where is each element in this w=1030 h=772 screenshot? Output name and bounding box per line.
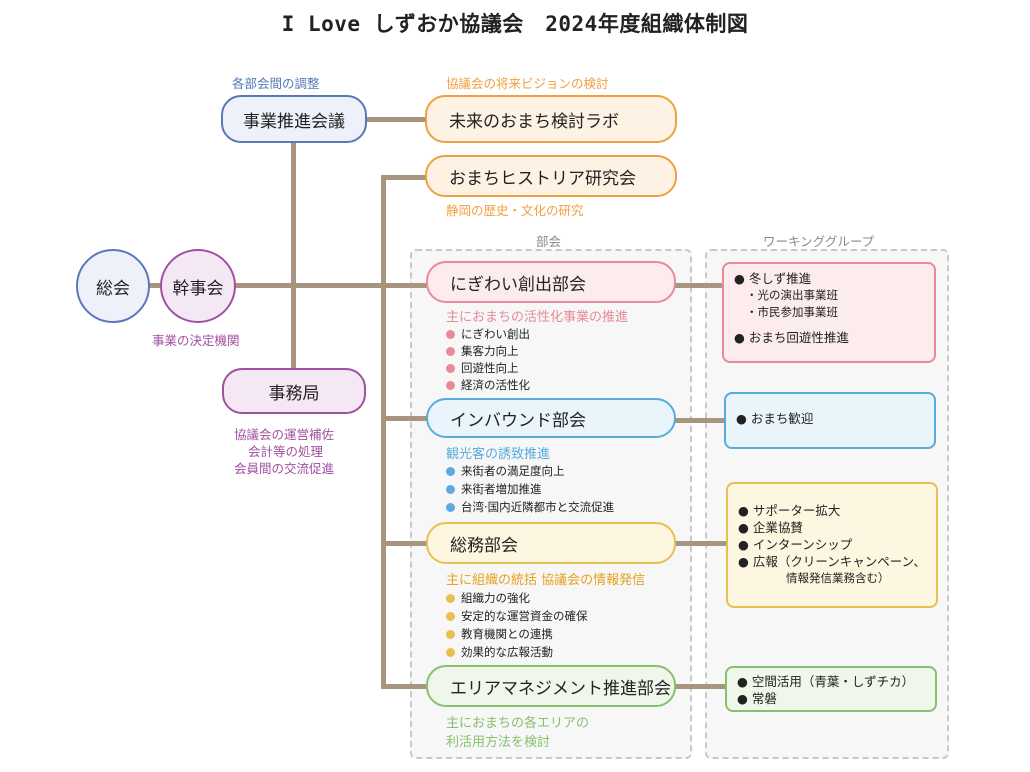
connector-wg-area bbox=[675, 684, 725, 689]
inbound-purpose: 観光客の誘致推進 bbox=[446, 447, 551, 462]
wg-inbound-box: ● おまち歓迎 bbox=[724, 392, 936, 449]
vision-caption: 協議会の将来ビジョンの検討 bbox=[446, 76, 609, 91]
bullet-dot bbox=[446, 648, 455, 657]
kanjikai-node: 幹事会 bbox=[160, 249, 236, 323]
history-node: おまちヒストリア研究会 bbox=[425, 155, 677, 197]
inbound-item: 来街者の満足度向上 bbox=[446, 462, 565, 480]
soukai-node: 総会 bbox=[76, 249, 150, 323]
wg-item: ● サポーター拡大 bbox=[738, 503, 841, 518]
nigiwai-item: 集客力向上 bbox=[446, 342, 519, 360]
inbound-item: 台湾·国内近隣都市と交流促進 bbox=[446, 498, 614, 516]
connector-wg-inbound bbox=[675, 418, 724, 423]
bullet-dot bbox=[446, 612, 455, 621]
jimu-caption-1: 協議会の運営補佐 bbox=[234, 427, 335, 442]
working-group-panel-label: ワーキンググループ bbox=[763, 234, 875, 249]
rekishi-caption: 静岡の歴史・文化の研究 bbox=[446, 203, 584, 218]
jimukyoku-node: 事務局 bbox=[222, 368, 366, 414]
jimu-caption-3: 会員間の交流促進 bbox=[234, 461, 335, 476]
kettei-caption: 事業の決定機関 bbox=[152, 333, 240, 348]
bullet-dot bbox=[446, 503, 455, 512]
soumu-purpose: 主に組織の統括 協議会の情報発信 bbox=[446, 573, 646, 588]
bullet-dot bbox=[446, 630, 455, 639]
wg-subitem: ・光の演出事業班 bbox=[746, 288, 838, 302]
bullet-dot bbox=[446, 330, 455, 339]
connector-area bbox=[381, 684, 428, 689]
wg-soumu-box: ● サポーター拡大 ● 企業協賛 ● インターンシップ ● 広報（クリーンキャン… bbox=[726, 482, 938, 608]
connector-wg-soumu bbox=[675, 541, 726, 546]
wg-item: ● 企業協賛 bbox=[738, 520, 803, 535]
nigiwai-node: にぎわい創出部会 bbox=[426, 261, 676, 303]
wg-subitem: ・市民参加事業班 bbox=[746, 305, 838, 319]
soumu-node: 総務部会 bbox=[426, 522, 676, 564]
jimu-caption-2: 会計等の処理 bbox=[248, 444, 324, 459]
connector-history bbox=[381, 175, 427, 180]
wg-item: ● 冬しず推進 bbox=[734, 271, 812, 286]
inbound-item: 来街者増加推進 bbox=[446, 480, 542, 498]
wg-item: ● 常磐 bbox=[737, 691, 777, 706]
area-purpose-2: 利活用方法を検討 bbox=[446, 735, 551, 750]
connector-kanjikai-vertical bbox=[291, 142, 296, 370]
nigiwai-item: にぎわい創出 bbox=[446, 325, 530, 343]
chousei-caption: 各部会間の調整 bbox=[232, 76, 320, 91]
wg-nigiwai-box: ● 冬しず推進 ・光の演出事業班 ・市民参加事業班 ● おまち回遊性推進 bbox=[722, 262, 936, 363]
connector-jigyo-mirai bbox=[365, 117, 427, 122]
connector-bukai-spine bbox=[381, 175, 386, 688]
page-title: I Love しずおか協議会 2024年度組織体制図 bbox=[281, 12, 749, 36]
soumu-item: 教育機関との連携 bbox=[446, 625, 553, 643]
connector-kanjikai-nigiwai bbox=[232, 283, 428, 288]
bullet-dot bbox=[446, 364, 455, 373]
inbound-node: インバウンド部会 bbox=[426, 398, 676, 438]
jigyo-suishin-node: 事業推進会議 bbox=[221, 95, 367, 143]
connector-soumu bbox=[381, 541, 428, 546]
bullet-dot bbox=[446, 467, 455, 476]
wg-item: ● 空間活用（青葉・しずチカ） bbox=[737, 674, 915, 689]
nigiwai-item: 経済の活性化 bbox=[446, 376, 530, 394]
connector-soukai-kanjikai bbox=[148, 283, 164, 288]
bullet-dot bbox=[446, 485, 455, 494]
area-purpose-1: 主におまちの各エリアの bbox=[446, 716, 590, 731]
area-node: エリアマネジメント推進部会 bbox=[426, 665, 676, 707]
nigiwai-item: 回遊性向上 bbox=[446, 359, 519, 377]
bullet-dot bbox=[446, 381, 455, 390]
wg-area-box: ● 空間活用（青葉・しずチカ） ● 常磐 bbox=[725, 666, 937, 712]
wg-item: ● おまち歓迎 bbox=[736, 411, 814, 426]
soumu-item: 組織力の強化 bbox=[446, 589, 530, 607]
bullet-dot bbox=[446, 594, 455, 603]
bullet-dot bbox=[446, 347, 455, 356]
wg-item-continuation: 情報発信業務含む） bbox=[786, 571, 890, 585]
bukai-panel-label: 部会 bbox=[536, 234, 562, 249]
wg-item: ● インターンシップ bbox=[738, 537, 853, 552]
mirai-labo-node: 未来のおまち検討ラボ bbox=[425, 95, 677, 143]
soumu-item: 効果的な広報活動 bbox=[446, 643, 553, 661]
nigiwai-purpose: 主におまちの活性化事業の推進 bbox=[446, 310, 629, 325]
connector-inbound bbox=[381, 416, 428, 421]
connector-wg-nigiwai bbox=[675, 283, 722, 288]
soumu-item: 安定的な運営資金の確保 bbox=[446, 607, 588, 625]
wg-item: ● おまち回遊性推進 bbox=[734, 330, 849, 345]
wg-item: ● 広報（クリーンキャンペーン、 bbox=[738, 554, 926, 569]
